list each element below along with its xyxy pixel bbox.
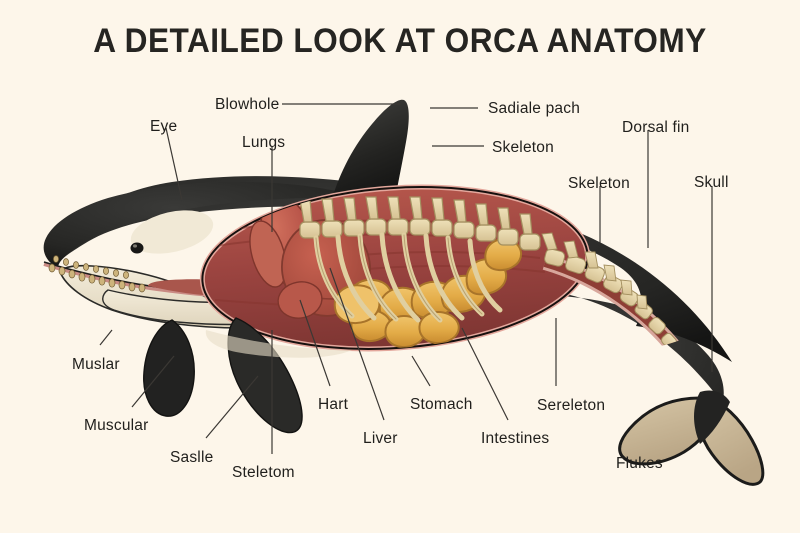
eye-patch <box>130 210 214 254</box>
label-skeleton-2: Skeleton <box>568 175 630 192</box>
leader-liver <box>329 267 385 421</box>
label-lungs: Lungs <box>242 134 286 151</box>
leader-muscular <box>131 355 175 408</box>
leader-saddle-2 <box>205 375 259 439</box>
teeth <box>48 255 146 293</box>
eye <box>130 242 144 254</box>
label-dorsal-fin: Dorsal fin <box>622 119 690 136</box>
label-blowhole: Blowhole <box>215 96 280 113</box>
label-skeleton-1: Skeleton <box>492 139 554 156</box>
label-skeleton-3: Steletom <box>232 464 295 481</box>
label-saddle: Saslle <box>170 449 214 466</box>
orca-body <box>43 99 765 486</box>
pectoral-fin-far <box>143 319 195 417</box>
leader-eye <box>165 127 183 201</box>
leader-lines <box>99 103 713 454</box>
label-heart: Hart <box>318 396 349 413</box>
label-saddle-patch: Sadiale pach <box>488 100 581 117</box>
leader-intestines <box>461 327 509 421</box>
leader-stomach <box>411 355 431 387</box>
label-eye: Eye <box>150 118 178 135</box>
leader-heart <box>299 299 331 387</box>
label-stomach: Stomach <box>410 396 473 413</box>
dorsal-fin <box>330 99 409 208</box>
flukes <box>618 390 765 486</box>
leader-muslar <box>99 329 113 346</box>
body-cavity-cutaway <box>199 184 591 352</box>
label-intestines: Intestines <box>481 430 550 447</box>
label-liver: Liver <box>363 430 398 447</box>
label-skull: Skull <box>694 174 729 191</box>
label-skeleton-4: Sereleton <box>537 397 606 414</box>
page-title: A DETAILED LOOK AT ORCA ANATOMY <box>93 22 707 60</box>
spine-thoracic <box>299 196 541 251</box>
label-flukes: Flukes <box>616 455 663 472</box>
label-muslar: Muslar <box>72 356 120 373</box>
label-muscular: Muscular <box>84 417 149 434</box>
